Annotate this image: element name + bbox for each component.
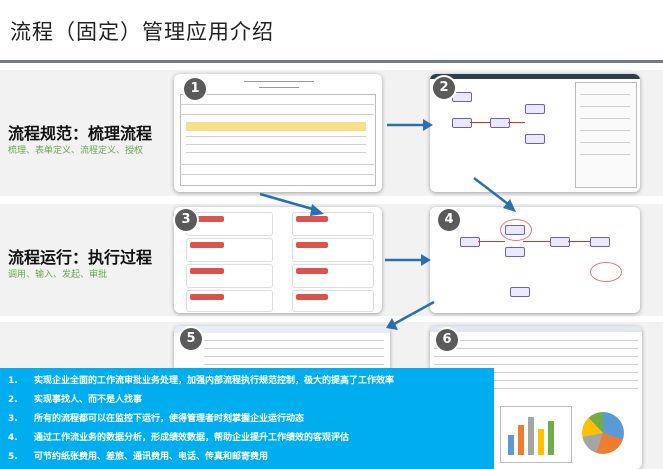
title-divider (0, 60, 663, 63)
list-item-text: 通过工作流业务的数据分析，形成绩效数据，帮助企业提升工作绩效的客观评估 (34, 433, 350, 443)
arrow-right-icon (385, 254, 431, 266)
screenshot-flow-execution (430, 207, 640, 313)
list-item-text: 可节约纸张费用、差旅、通讯费用、电话、传真和邮寄费用 (34, 452, 269, 462)
section-label-run: 流程运行：执行过程 (8, 248, 153, 267)
list-item-text: 实现事找人、而不是人找事 (34, 395, 143, 405)
arrow-down-icon (473, 177, 516, 212)
arrow-right-icon (387, 119, 433, 131)
list-item-number: 2. (8, 395, 18, 405)
list-item: 1. 实现企业全面的工作流审批业务处理，加强内部流程执行规范控制，极大的提高了工作… (0, 372, 494, 391)
screenshot-form-definition (174, 74, 382, 192)
list-item-text: 所有的流程都可以在监控下运行，使得管理者时刻掌握企业运行动态 (34, 414, 305, 424)
list-item-number: 3. (8, 414, 18, 424)
arrow-down-icon (386, 300, 435, 330)
page-title: 流程（固定）管理应用介绍 (10, 20, 274, 44)
screenshot-flow-designer (430, 74, 640, 192)
list-item-text: 实现企业全面的工作流审批业务处理，加强内部流程执行规范控制，极大的提高了工作效率 (34, 376, 395, 386)
screenshot-number-badge: 4 (438, 209, 460, 231)
section-sub-norms: 梳理、表单定义、流程定义、授权 (8, 146, 144, 156)
screenshot-number-badge: 3 (175, 209, 197, 231)
list-item-number: 4. (8, 433, 18, 443)
screenshot-number-badge: 2 (433, 77, 455, 99)
section-sub-run: 调用、输入、发起、审批 (8, 270, 108, 280)
screenshot-number-badge: 5 (180, 328, 202, 350)
benefits-list: 1. 实现企业全面的工作流审批业务处理，加强内部流程执行规范控制，极大的提高了工作… (0, 368, 494, 467)
benefits-panel: 1. 实现企业全面的工作流审批业务处理，加强内部流程执行规范控制，极大的提高了工作… (0, 368, 494, 469)
arrow-down-icon (259, 192, 324, 216)
screenshot-process-list (174, 207, 382, 313)
screenshot-number-badge: 6 (436, 329, 458, 351)
screenshot-number-badge: 1 (184, 78, 206, 100)
list-item: 5. 可节约纸张费用、差旅、通讯费用、电话、传真和邮寄费用 (0, 448, 494, 467)
list-item-number: 5. (8, 452, 18, 462)
list-item-number: 1. (8, 376, 18, 386)
section-label-norms: 流程规范：梳理流程 (8, 124, 153, 143)
list-item: 4. 通过工作流业务的数据分析，形成绩效数据，帮助企业提升工作绩效的客观评估 (0, 429, 494, 448)
list-item: 2. 实现事找人、而不是人找事 (0, 391, 494, 410)
list-item: 3. 所有的流程都可以在监控下运行，使得管理者时刻掌握企业运行动态 (0, 410, 494, 429)
